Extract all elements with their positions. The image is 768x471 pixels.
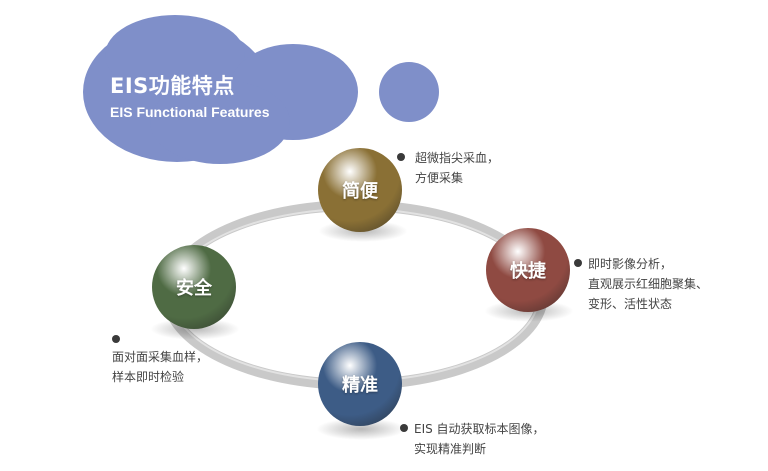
desc-line: 变形、活性状态 (588, 297, 673, 311)
feature-label-safe: 安全 (176, 278, 212, 299)
title-blob-lower (150, 80, 290, 164)
title-block: EIS功能特点 EIS Functional Features (110, 70, 269, 120)
feature-sphere-simple: 简便 (318, 148, 402, 232)
feature-desc-safe: 面对面采集血样， 样本即时检验 (112, 347, 208, 387)
bullet-dot (400, 424, 408, 432)
desc-line: 样本即时检验 (112, 370, 185, 384)
sphere-shadow (316, 418, 406, 440)
feature-label-fast: 快捷 (510, 261, 546, 282)
feature-sphere-precise: 精准 (318, 342, 402, 426)
bullet-dot (574, 259, 582, 267)
feature-label-simple: 简便 (342, 181, 378, 202)
desc-line: 面对面采集血样， (112, 350, 209, 364)
feature-sphere-safe: 安全 (152, 245, 236, 329)
page-subtitle: EIS Functional Features (110, 104, 270, 120)
desc-line: 实现精准判断 (414, 442, 487, 456)
feature-sphere-fast: 快捷 (486, 228, 570, 312)
desc-line: 超微指尖采血， (415, 151, 500, 165)
desc-line: EIS 自动获取标本图像， (414, 422, 545, 436)
page-title: EIS功能特点 (110, 74, 235, 98)
feature-desc-simple: 超微指尖采血， 方便采集 (415, 148, 499, 188)
feature-label-precise: 精准 (342, 375, 378, 396)
desc-line: 直观展示红细胞聚集、 (588, 277, 709, 291)
bullet-dot (112, 335, 120, 343)
feature-desc-precise: EIS 自动获取标本图像， 实现精准判断 (414, 419, 545, 459)
desc-line: 方便采集 (415, 171, 464, 185)
small-circle (379, 62, 439, 122)
bullet-dot (397, 153, 405, 161)
feature-desc-fast: 即时影像分析， 直观展示红细胞聚集、 变形、活性状态 (588, 254, 708, 314)
desc-line: 即时影像分析， (588, 257, 673, 271)
